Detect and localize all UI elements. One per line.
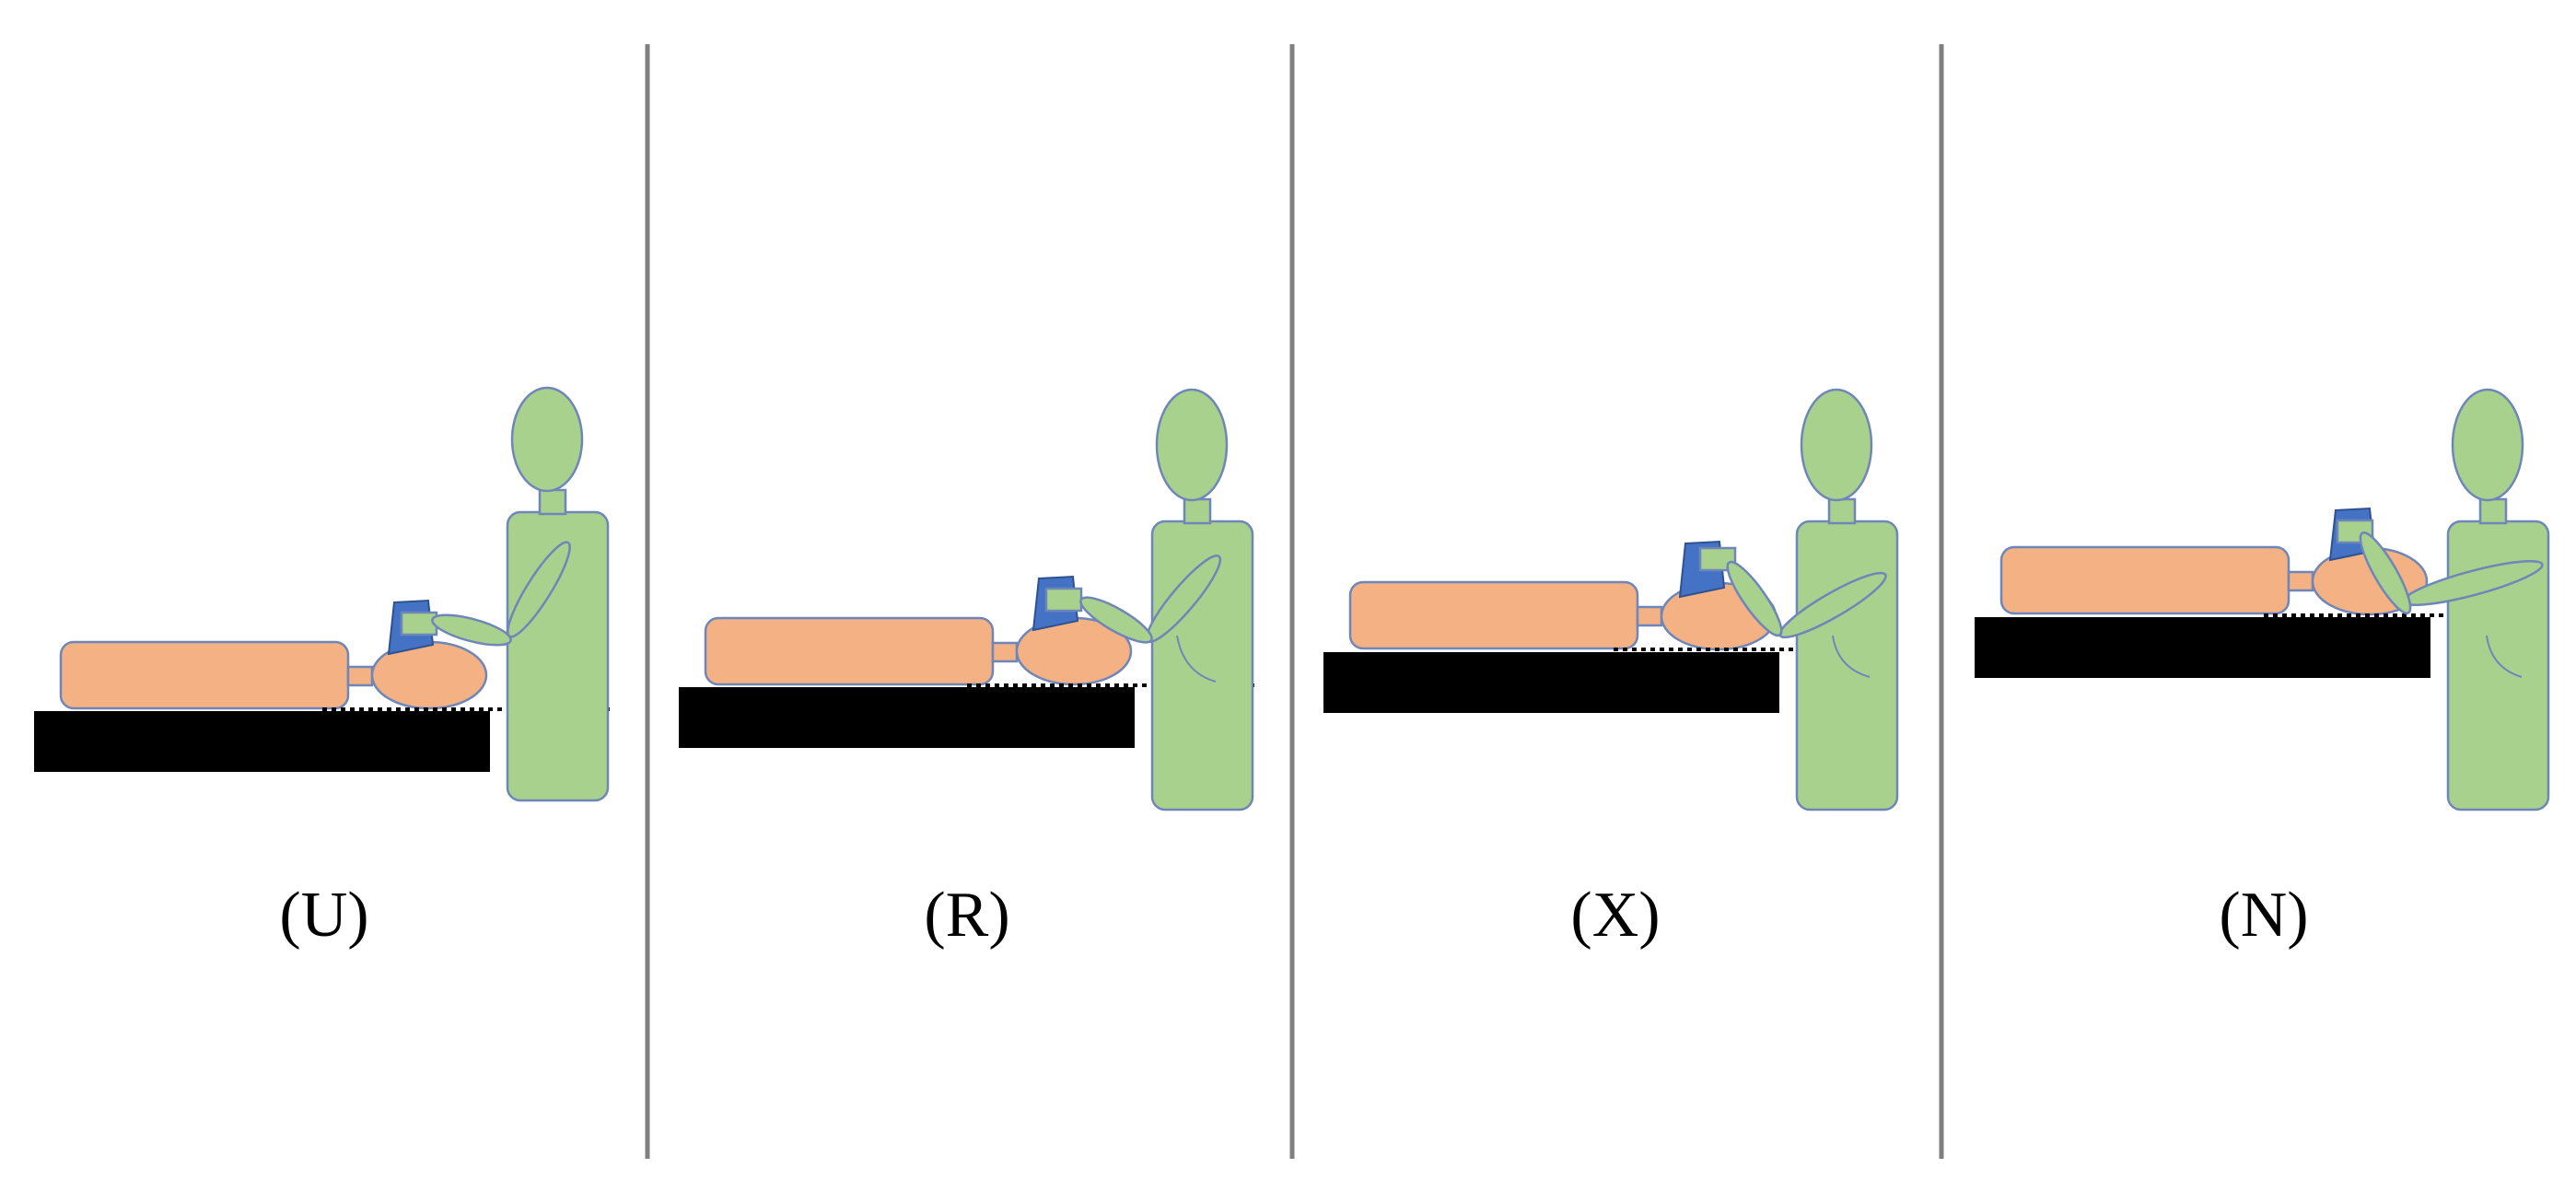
rescuer-hand — [1044, 587, 1083, 613]
patient-body — [704, 616, 995, 686]
rescuer-hand — [400, 611, 438, 636]
rescuer-forearm — [431, 613, 512, 647]
patient-neck — [1636, 605, 1663, 627]
patient-body — [1348, 580, 1639, 650]
panel-x: (X) — [1323, 388, 1899, 951]
rescuer-forearm — [1726, 560, 1783, 637]
bed — [679, 687, 1135, 748]
patient-body — [59, 640, 350, 710]
panel-u: (U) — [34, 386, 610, 951]
rescuer-forearm — [1079, 596, 1153, 644]
rescuer-elbow-crease — [2486, 635, 2523, 678]
rescuer-neck — [2478, 497, 2508, 525]
rescuer-elbow-crease — [1832, 635, 1871, 678]
rescuer-hand — [1698, 546, 1737, 572]
panel-r: (R) — [679, 388, 1254, 951]
rescuer-head — [1800, 388, 1873, 502]
patient-neck — [2287, 570, 2314, 592]
rescuer-forearm — [2359, 531, 2412, 614]
bed — [1323, 652, 1779, 713]
panel-label: (X) — [1570, 880, 1660, 951]
bed — [34, 711, 490, 772]
rescuer-elbow-crease — [1176, 635, 1217, 683]
panel-label: (U) — [279, 880, 368, 951]
patient-neck — [346, 665, 374, 687]
rescuer-neck — [1827, 497, 1857, 525]
panel-label: (N) — [2219, 880, 2308, 951]
panel-label: (R) — [924, 880, 1009, 951]
panel-n: (N) — [1975, 388, 2550, 951]
rescuer-head — [1155, 388, 1229, 502]
bed — [1975, 617, 2430, 678]
rescuer-head — [2451, 388, 2524, 502]
rescuer-neck — [1183, 497, 1212, 525]
patient-body — [1999, 545, 2290, 615]
patient-neck — [991, 641, 1019, 663]
rescuer-head — [510, 386, 584, 493]
rescuer-neck — [538, 488, 567, 516]
